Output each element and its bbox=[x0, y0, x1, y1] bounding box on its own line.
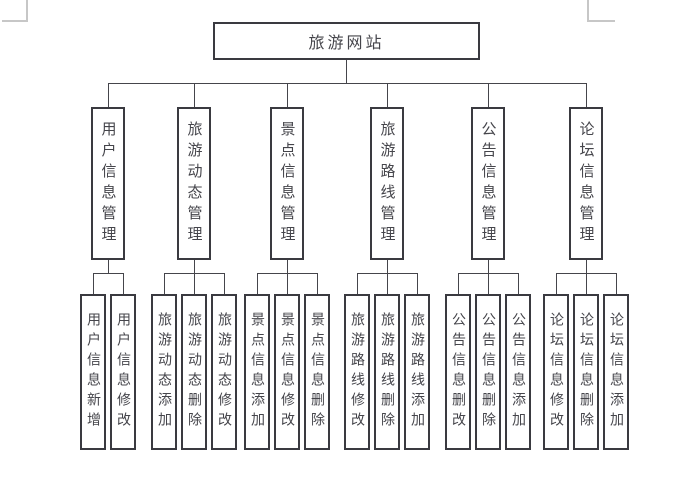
branch-node-label: 公告信息管理 bbox=[479, 120, 498, 247]
leaf-drop-line bbox=[417, 273, 418, 294]
leaf-node-label: 论坛信息添加 bbox=[608, 312, 624, 432]
leaf-node-label: 旅游路线删除 bbox=[379, 312, 395, 432]
leaf-node-6-3: 论坛信息添加 bbox=[603, 294, 629, 450]
level1-bus-line bbox=[108, 83, 586, 84]
branch-node-label: 景点信息管理 bbox=[278, 120, 297, 247]
leaf-drop-line bbox=[488, 273, 489, 294]
leaf-drop-line bbox=[458, 273, 459, 294]
branch-node-5: 公告信息管理 bbox=[471, 107, 505, 260]
branch-to-children-line bbox=[108, 260, 109, 273]
leaf-drop-line bbox=[518, 273, 519, 294]
leaf-drop-line bbox=[194, 273, 195, 294]
leaf-node-label: 旅游动态删除 bbox=[186, 312, 202, 432]
branch-node-label: 旅游路线管理 bbox=[378, 120, 397, 247]
leaf-drop-line bbox=[387, 273, 388, 294]
leaf-node-2-1: 旅游动态添加 bbox=[151, 294, 177, 450]
branch-node-4: 旅游路线管理 bbox=[370, 107, 404, 260]
branch-node-1: 用户信息管理 bbox=[91, 107, 125, 260]
branch-node-3: 景点信息管理 bbox=[270, 107, 304, 260]
children-bus-line bbox=[93, 273, 123, 274]
leaf-node-3-3: 景点信息删除 bbox=[304, 294, 330, 450]
leaf-node-label: 公告信息添加 bbox=[510, 312, 526, 432]
leaf-node-2-3: 旅游动态修改 bbox=[211, 294, 237, 450]
leaf-drop-line bbox=[224, 273, 225, 294]
leaf-node-3-2: 景点信息修改 bbox=[274, 294, 300, 450]
leaf-drop-line bbox=[556, 273, 557, 294]
leaf-node-label: 用户信息修改 bbox=[115, 312, 131, 432]
branch-to-children-line bbox=[488, 260, 489, 273]
leaf-node-4-1: 旅游路线修改 bbox=[344, 294, 370, 450]
leaf-drop-line bbox=[586, 273, 587, 294]
leaf-node-1-2: 用户信息修改 bbox=[110, 294, 136, 450]
leaf-node-label: 旅游动态添加 bbox=[156, 312, 172, 432]
branch-node-label: 用户信息管理 bbox=[99, 120, 118, 247]
root-node: 旅游网站 bbox=[213, 22, 480, 60]
leaf-drop-line bbox=[317, 273, 318, 294]
branch-to-children-line bbox=[586, 260, 587, 273]
branch-drop-line bbox=[387, 83, 388, 107]
leaf-drop-line bbox=[287, 273, 288, 294]
leaf-node-4-3: 旅游路线添加 bbox=[404, 294, 430, 450]
leaf-node-4-2: 旅游路线删除 bbox=[374, 294, 400, 450]
branch-node-label: 旅游动态管理 bbox=[185, 120, 204, 247]
leaf-node-2-2: 旅游动态删除 bbox=[181, 294, 207, 450]
leaf-drop-line bbox=[257, 273, 258, 294]
leaf-node-6-1: 论坛信息修改 bbox=[543, 294, 569, 450]
branch-drop-line bbox=[287, 83, 288, 107]
leaf-node-label: 旅游路线修改 bbox=[349, 312, 365, 432]
branch-node-label: 论坛信息管理 bbox=[577, 120, 596, 247]
branch-to-children-line bbox=[287, 260, 288, 273]
branch-drop-line bbox=[194, 83, 195, 107]
leaf-node-label: 旅游动态修改 bbox=[216, 312, 232, 432]
branch-to-children-line bbox=[387, 260, 388, 273]
leaf-drop-line bbox=[123, 273, 124, 294]
leaf-drop-line bbox=[93, 273, 94, 294]
root-node-label: 旅游网站 bbox=[308, 33, 385, 52]
page-boundary-corner-mark-top-left bbox=[2, 0, 28, 22]
branch-node-6: 论坛信息管理 bbox=[569, 107, 603, 260]
leaf-node-label: 公告信息删改 bbox=[450, 312, 466, 432]
leaf-node-6-2: 论坛信息删除 bbox=[573, 294, 599, 450]
leaf-node-label: 景点信息删除 bbox=[309, 312, 325, 432]
leaf-node-label: 景点信息添加 bbox=[249, 312, 265, 432]
leaf-drop-line bbox=[164, 273, 165, 294]
leaf-node-label: 景点信息修改 bbox=[279, 312, 295, 432]
leaf-node-1-1: 用户信息新增 bbox=[80, 294, 106, 450]
leaf-node-label: 论坛信息修改 bbox=[548, 312, 564, 432]
leaf-node-label: 论坛信息删除 bbox=[578, 312, 594, 432]
branch-node-2: 旅游动态管理 bbox=[177, 107, 211, 260]
branch-drop-line bbox=[488, 83, 489, 107]
leaf-node-label: 旅游路线添加 bbox=[409, 312, 425, 432]
leaf-node-5-2: 公告信息删除 bbox=[475, 294, 501, 450]
page-boundary-corner-mark-top-right bbox=[587, 0, 615, 22]
root-connector-line bbox=[346, 60, 347, 83]
branch-to-children-line bbox=[194, 260, 195, 273]
leaf-node-5-3: 公告信息添加 bbox=[505, 294, 531, 450]
leaf-node-3-1: 景点信息添加 bbox=[244, 294, 270, 450]
leaf-node-label: 公告信息删除 bbox=[480, 312, 496, 432]
branch-drop-line bbox=[108, 83, 109, 107]
leaf-drop-line bbox=[616, 273, 617, 294]
branch-drop-line bbox=[586, 83, 587, 107]
leaf-node-label: 用户信息新增 bbox=[85, 312, 101, 432]
leaf-node-5-1: 公告信息删改 bbox=[445, 294, 471, 450]
leaf-drop-line bbox=[357, 273, 358, 294]
